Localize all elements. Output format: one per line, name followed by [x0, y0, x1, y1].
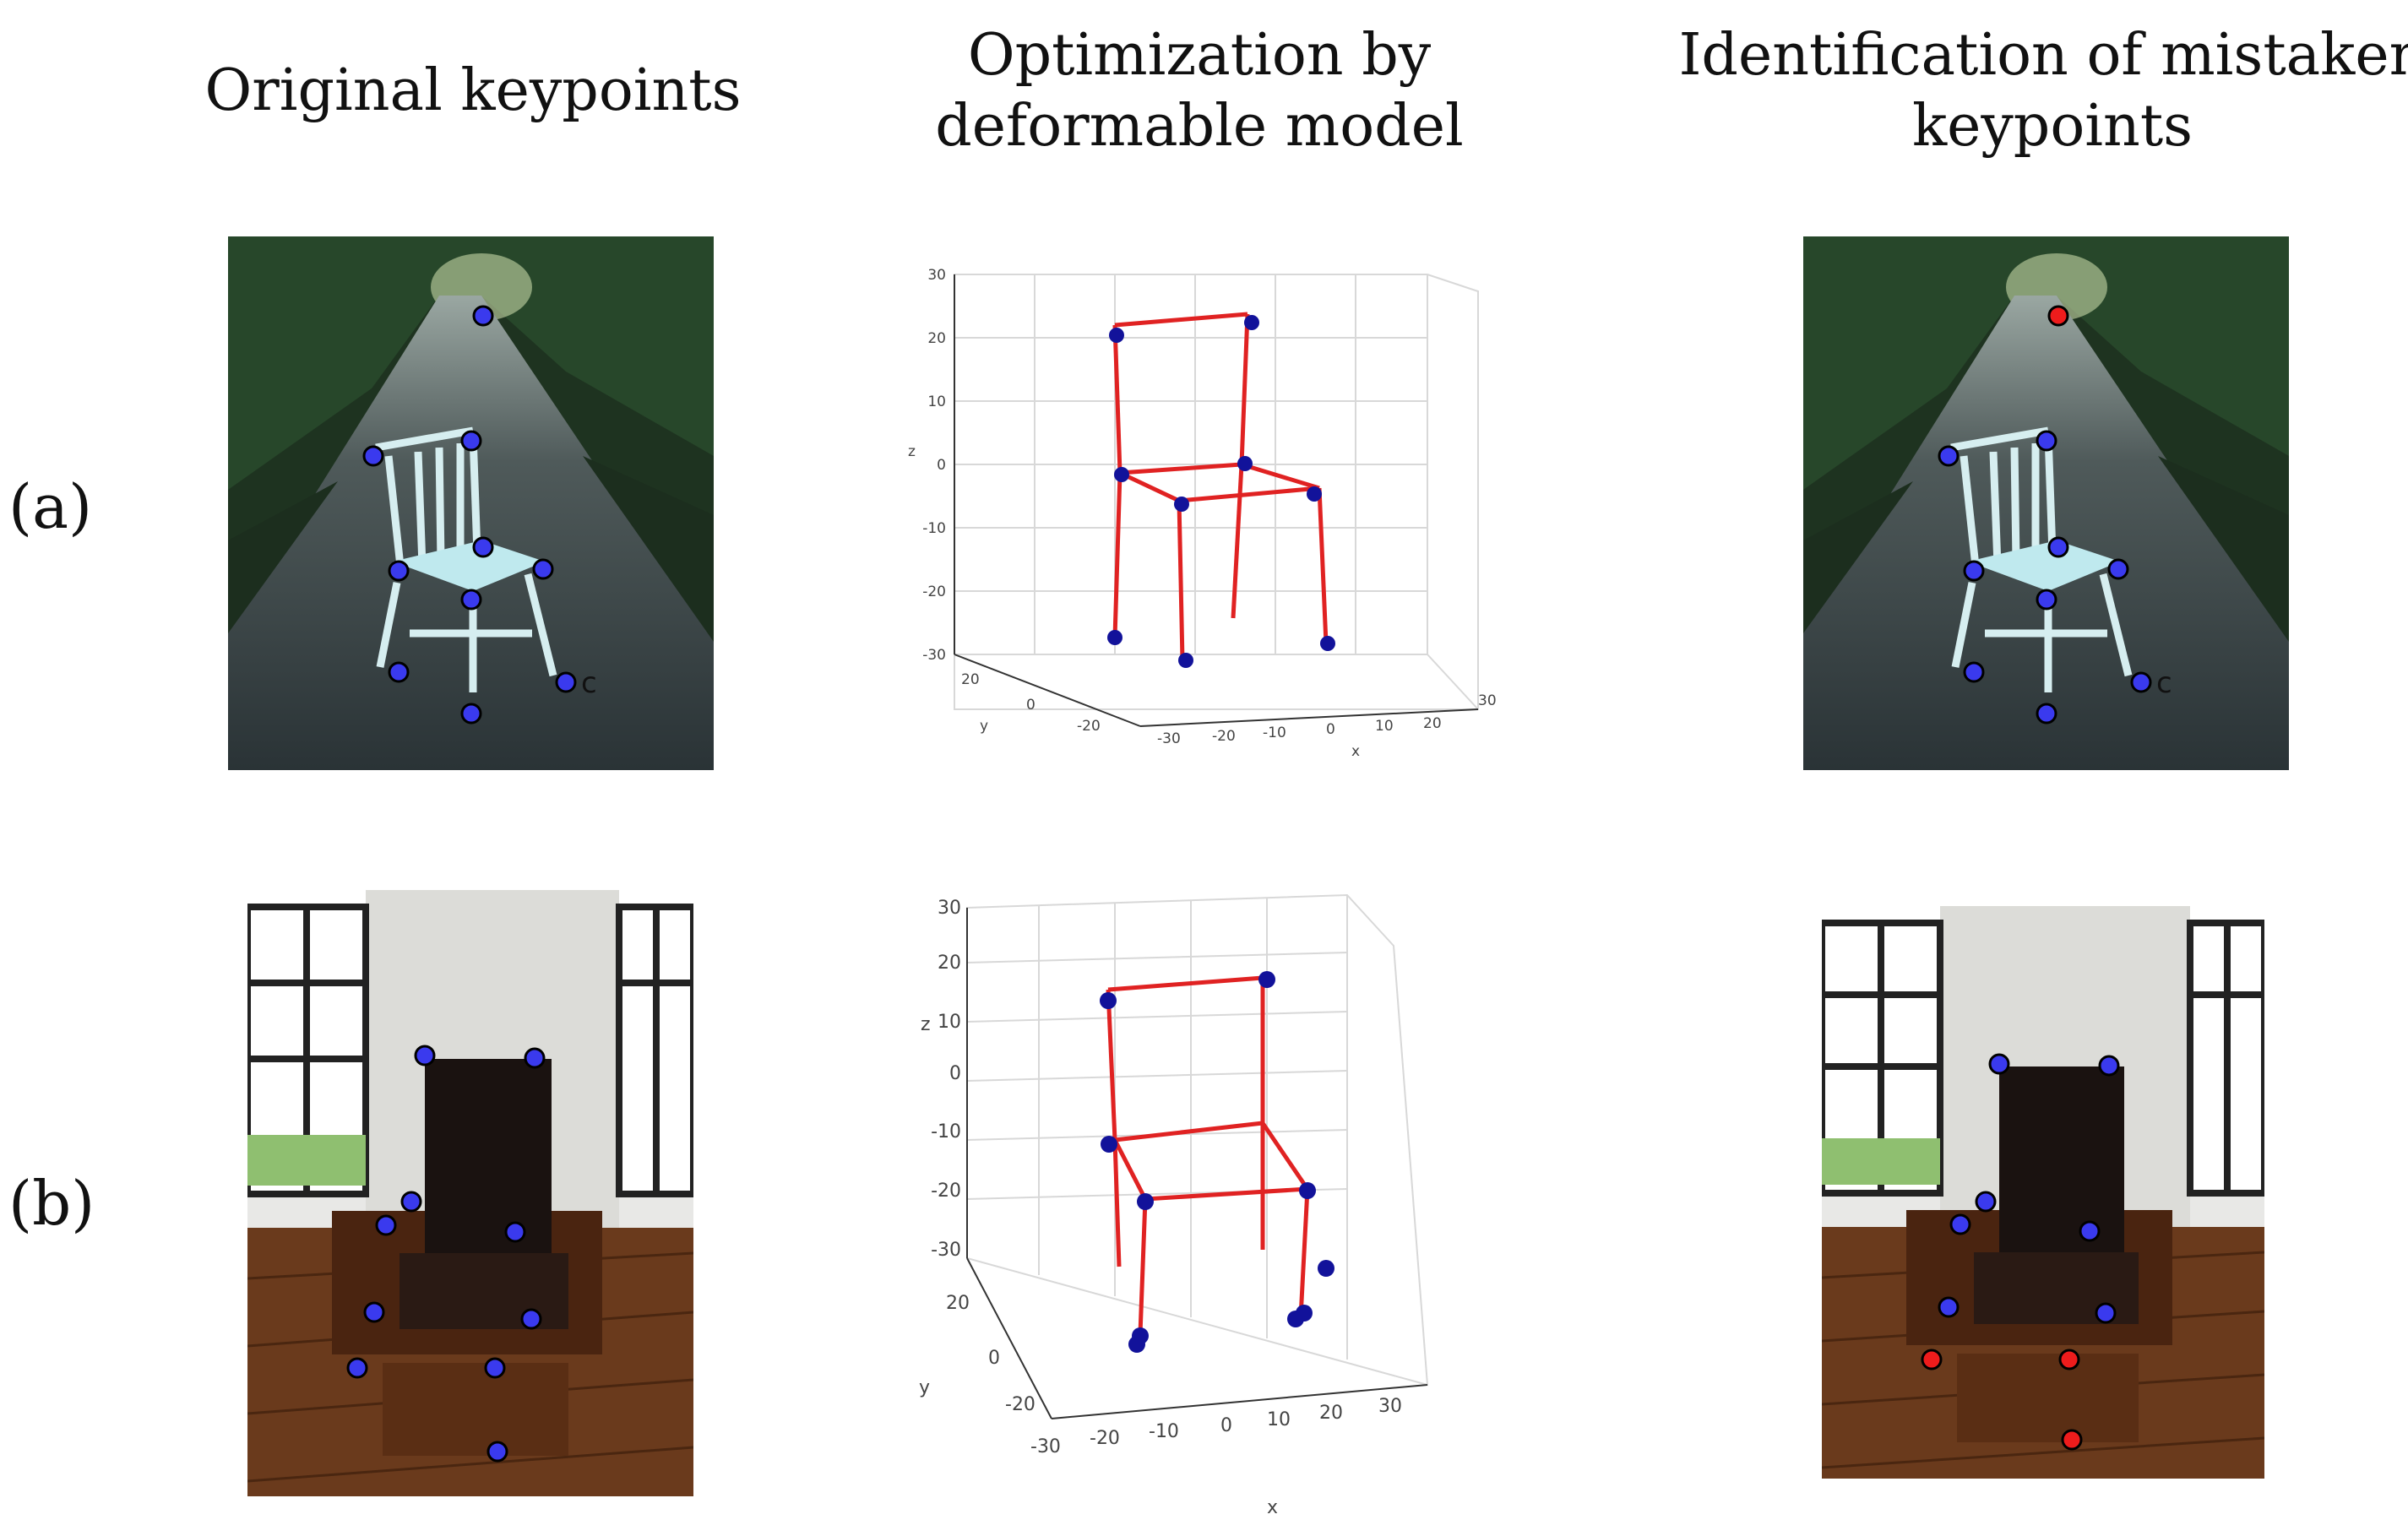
svg-text:-10: -10	[1263, 725, 1286, 741]
svg-text:-10: -10	[922, 520, 946, 537]
title-identification: Identification of mistaken keypoints	[1678, 22, 2408, 160]
svg-text:0: 0	[1326, 721, 1335, 738]
svg-text:20: 20	[1319, 1403, 1343, 1424]
svg-text:c: c	[2156, 666, 2172, 700]
svg-text:-20: -20	[1090, 1428, 1120, 1449]
svg-text:-10: -10	[1149, 1421, 1179, 1442]
svg-text:20: 20	[927, 330, 946, 347]
svg-text:-20: -20	[1212, 728, 1236, 745]
svg-text:z: z	[921, 1014, 931, 1035]
row-label-a: (a)	[8, 471, 93, 542]
svg-text:-10: -10	[931, 1121, 961, 1143]
plot-3d-b: 30 20 10 0 -10 -20 -30 z 20 0 -20 y -30 …	[887, 878, 1529, 1533]
svg-text:-20: -20	[1077, 718, 1101, 735]
svg-text:0: 0	[949, 1063, 961, 1084]
photo-b-identification	[1822, 906, 2264, 1479]
svg-text:-30: -30	[931, 1240, 961, 1261]
svg-text:20: 20	[1423, 715, 1442, 732]
svg-text:0: 0	[988, 1348, 1000, 1369]
svg-text:-30: -30	[922, 647, 946, 664]
svg-text:20: 20	[938, 953, 961, 974]
svg-text:x: x	[1267, 1497, 1278, 1518]
svg-text:0: 0	[937, 457, 946, 474]
svg-text:-20: -20	[922, 583, 946, 600]
svg-text:10: 10	[938, 1012, 961, 1033]
svg-text:30: 30	[1478, 692, 1497, 709]
svg-text:30: 30	[1378, 1396, 1402, 1417]
svg-text:30: 30	[927, 267, 946, 284]
plot-3d-a: 30 20 10 0 -10 -20 -30 z 20 0 -20 y -30 …	[887, 253, 1529, 777]
photo-b-original	[247, 890, 693, 1496]
svg-text:-20: -20	[1005, 1394, 1035, 1415]
svg-text:-30: -30	[1157, 730, 1181, 747]
svg-text:20: 20	[946, 1293, 970, 1314]
photo-a-original: c	[228, 236, 714, 770]
row-label-b: (b)	[8, 1168, 95, 1239]
svg-text:y: y	[919, 1377, 930, 1398]
title-original-keypoints: Original keypoints	[204, 57, 742, 124]
svg-text:10: 10	[1375, 718, 1394, 735]
svg-text:20: 20	[961, 671, 980, 688]
svg-text:10: 10	[927, 393, 946, 410]
title-optimization: Optimization by deformable model	[935, 22, 1464, 160]
photo-a-identification: c	[1803, 236, 2289, 770]
svg-text:-20: -20	[931, 1180, 961, 1202]
svg-text:y: y	[980, 718, 988, 735]
svg-text:0: 0	[1220, 1415, 1232, 1436]
svg-text:x: x	[1351, 743, 1360, 760]
svg-text:10: 10	[1267, 1409, 1291, 1430]
svg-text:30: 30	[938, 898, 961, 919]
svg-text:-30: -30	[1030, 1436, 1061, 1457]
svg-text:c: c	[581, 666, 597, 700]
svg-text:z: z	[908, 443, 916, 460]
svg-text:0: 0	[1026, 697, 1035, 714]
